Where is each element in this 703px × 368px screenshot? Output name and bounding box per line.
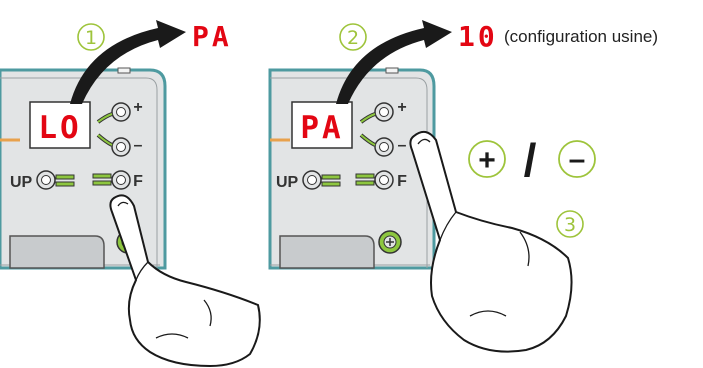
plus-button-left[interactable] bbox=[111, 102, 131, 122]
plus-label-left: + bbox=[133, 99, 142, 116]
up-button-right[interactable] bbox=[302, 170, 341, 190]
minus-button-right[interactable] bbox=[374, 137, 394, 157]
step-1-badge: 1 bbox=[77, 23, 105, 51]
step-3-number: 3 bbox=[564, 214, 576, 236]
step-2-badge: 2 bbox=[339, 23, 367, 51]
step-2-number: 2 bbox=[347, 27, 359, 49]
minus-label-left: – bbox=[134, 137, 143, 154]
control-panel-left: LO + – F UP bbox=[0, 67, 167, 270]
target-code-step2: 10 bbox=[458, 20, 498, 53]
up-label-left: UP bbox=[10, 174, 33, 191]
factory-setting-note: (configuration usine) bbox=[504, 27, 658, 46]
screw-icon-right bbox=[378, 230, 402, 254]
minus-button-left[interactable] bbox=[111, 137, 131, 157]
f-button-left[interactable] bbox=[92, 170, 131, 190]
plus-circle-label: + bbox=[478, 144, 496, 177]
display-right: PA bbox=[291, 101, 353, 149]
minus-label-right: – bbox=[398, 137, 407, 154]
step-3-badge: 3 bbox=[556, 210, 584, 238]
plus-label-right: + bbox=[397, 99, 406, 116]
plus-button-right[interactable] bbox=[374, 102, 394, 122]
arrow-icon-step1 bbox=[70, 20, 186, 104]
up-label-right: UP bbox=[276, 174, 299, 191]
plus-minus-separator: / bbox=[524, 134, 537, 186]
led-indicator-left bbox=[96, 112, 113, 147]
f-button-right[interactable] bbox=[355, 170, 394, 190]
step-1-number: 1 bbox=[85, 27, 97, 49]
f-label-left: F bbox=[133, 173, 143, 190]
display-left-code: LO bbox=[38, 110, 81, 146]
display-right-code: PA bbox=[300, 110, 343, 146]
up-button-left[interactable] bbox=[36, 170, 75, 190]
f-label-right: F bbox=[397, 173, 407, 190]
hand-pointer-right bbox=[409, 130, 573, 353]
hand-pointer-left bbox=[109, 194, 261, 368]
control-panel-right: PA + – F UP bbox=[268, 67, 436, 270]
minus-circle-icon: – bbox=[558, 140, 596, 178]
plus-circle-icon: + bbox=[468, 140, 506, 178]
target-code-step1: PA bbox=[192, 20, 232, 53]
led-indicator-right bbox=[359, 112, 376, 147]
display-left: LO bbox=[29, 101, 91, 149]
minus-circle-label: – bbox=[569, 143, 586, 176]
arrow-icon-step2 bbox=[336, 20, 452, 104]
